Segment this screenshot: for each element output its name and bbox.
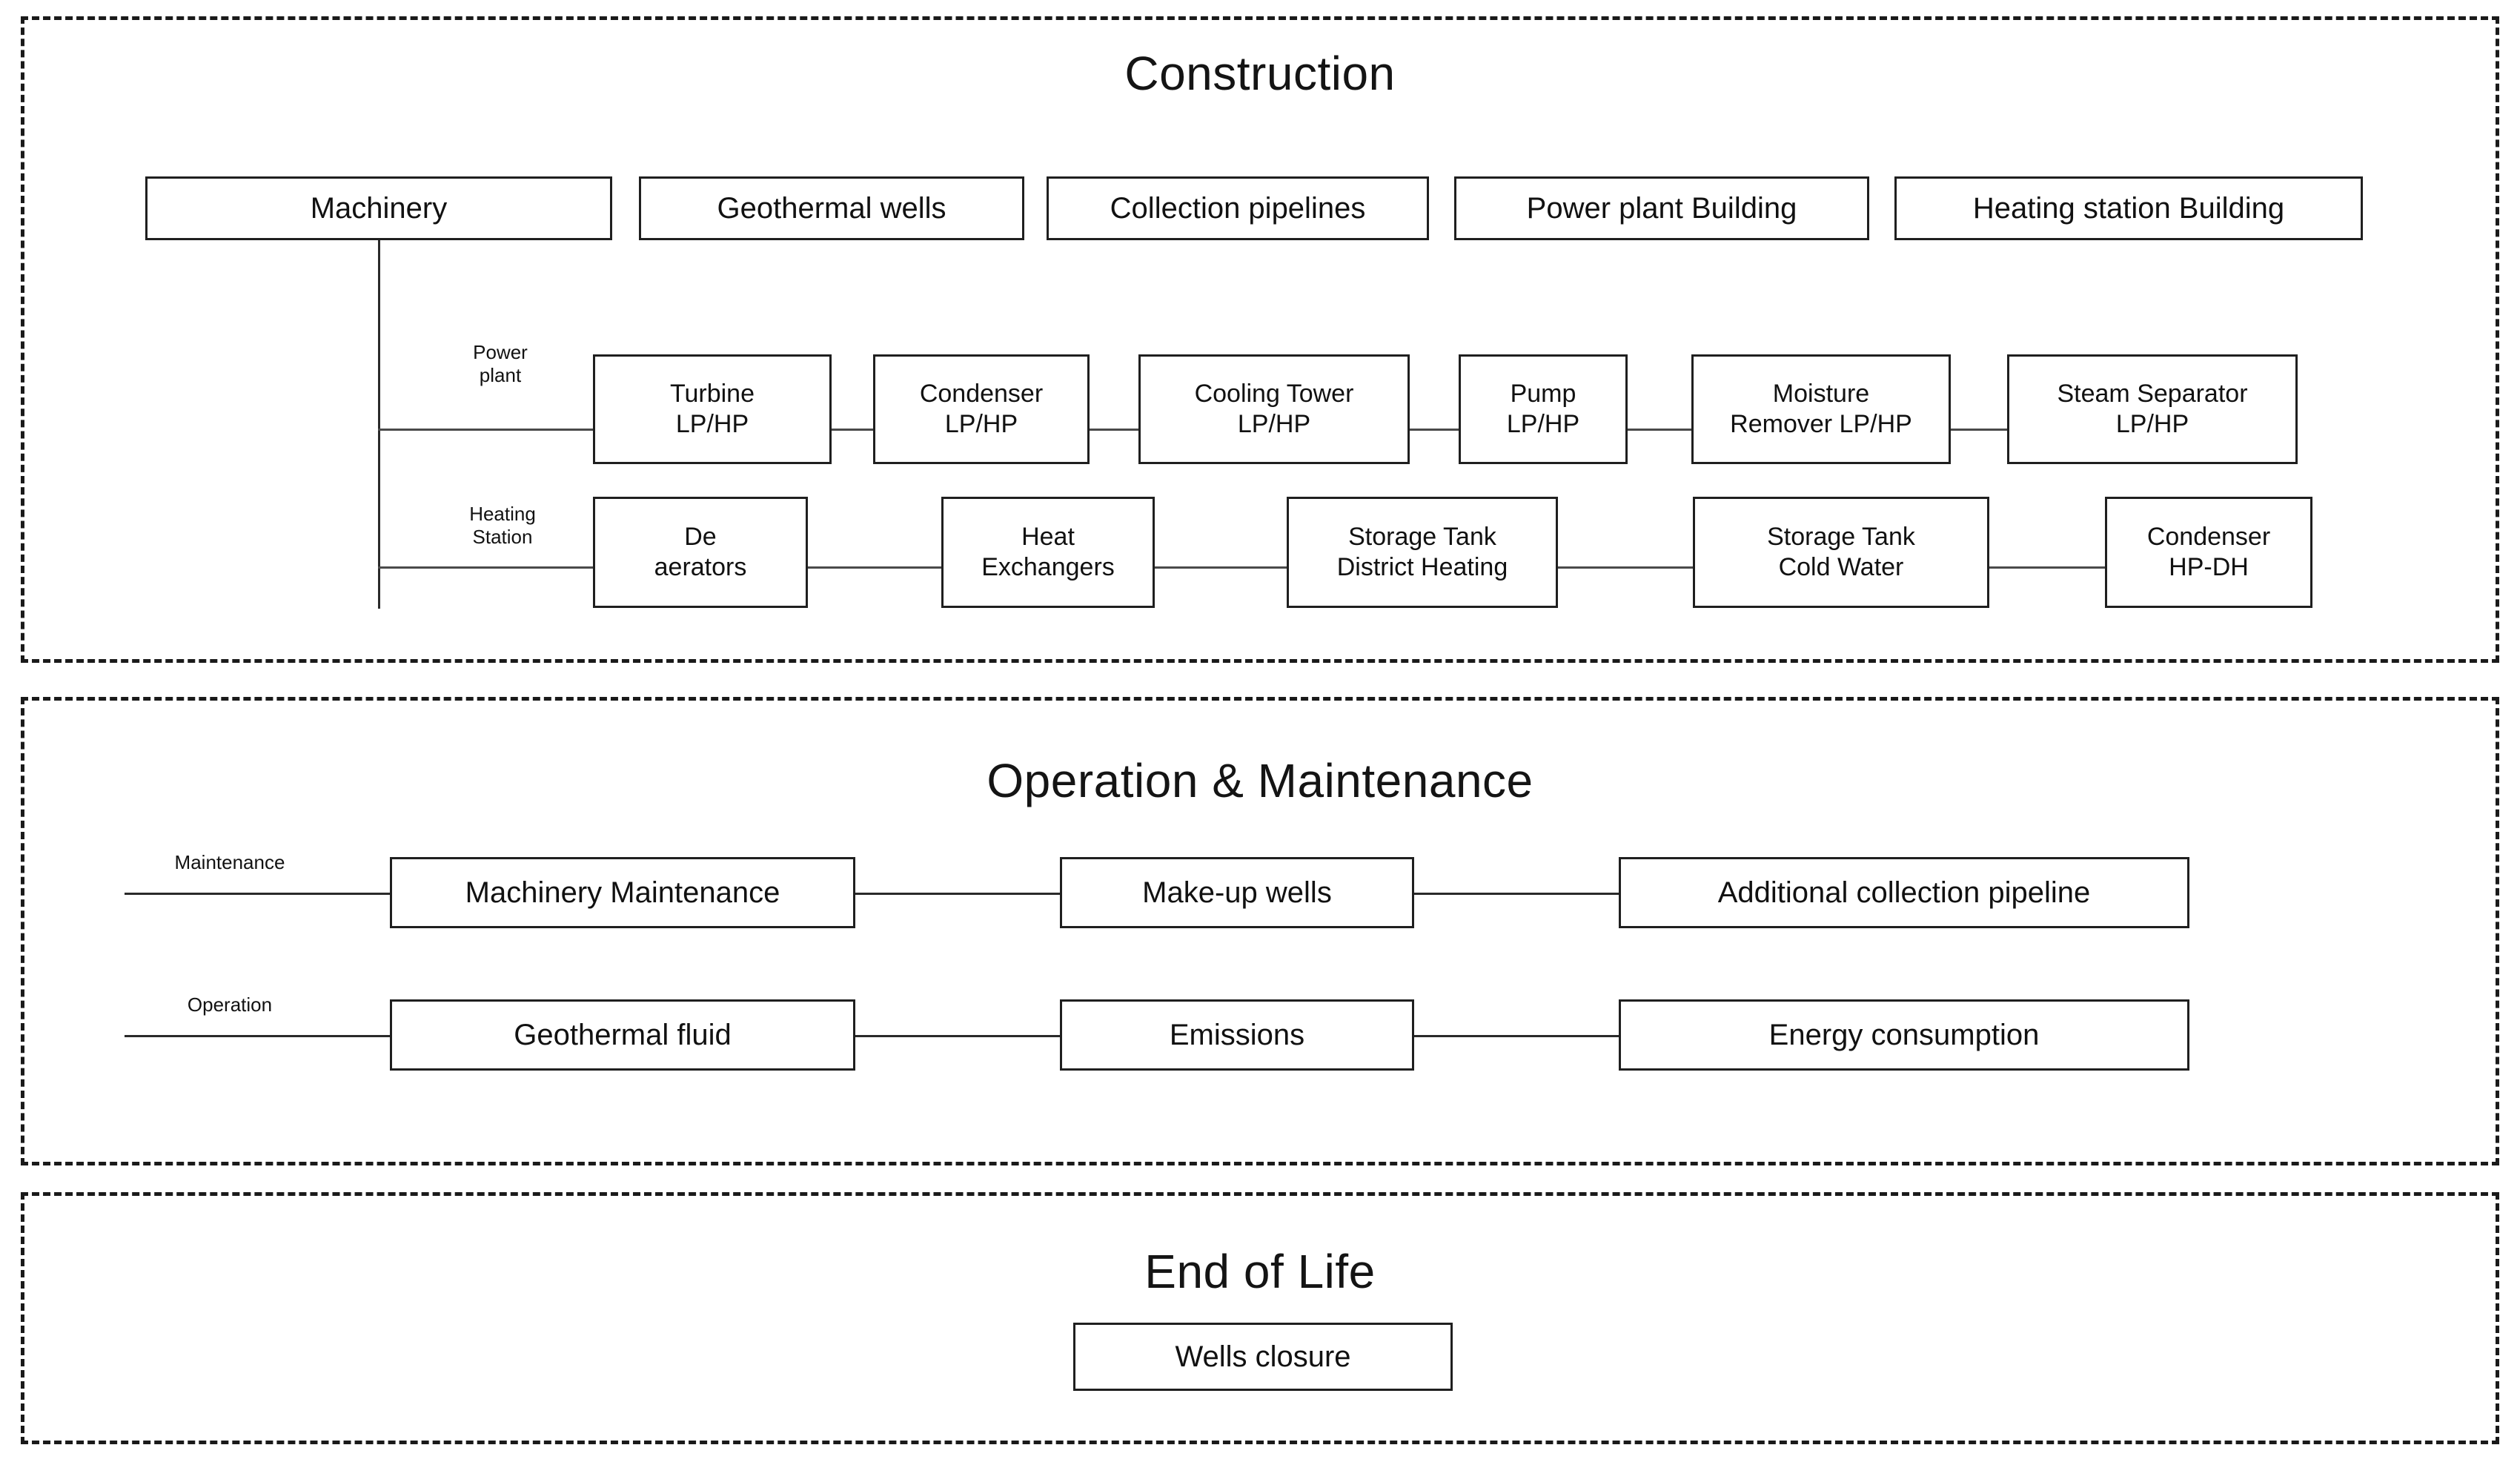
maintenance-box-machinery-maintenance[interactable]: Machinery Maintenance xyxy=(390,857,855,928)
box-label: Power plant Building xyxy=(1526,191,1797,225)
power-plant-box-moisture-remover[interactable]: Moisture Remover LP/HP xyxy=(1691,354,1951,464)
box-label: Turbine LP/HP xyxy=(669,379,755,438)
connector-hs-2 xyxy=(1153,566,1288,569)
box-label: Cooling Tower LP/HP xyxy=(1194,379,1354,438)
connector-operation-lead xyxy=(125,1035,390,1037)
branch-caption-power-plant: Power plant xyxy=(473,341,528,387)
heating-station-box-storage-tank-cold-water[interactable]: Storage Tank Cold Water xyxy=(1693,497,1989,608)
connector-pp-2 xyxy=(1088,429,1140,431)
phase-panel-construction xyxy=(21,16,2499,663)
connector-pp-3 xyxy=(1408,429,1460,431)
power-plant-box-condenser[interactable]: Condenser LP/HP xyxy=(873,354,1090,464)
box-label: Emissions xyxy=(1169,1018,1305,1051)
branch-caption-operation: Operation xyxy=(187,993,273,1016)
box-label: Geothermal wells xyxy=(717,191,946,225)
box-label: Energy consumption xyxy=(1768,1018,2040,1051)
phase-title-operation-maintenance: Operation & Maintenance xyxy=(987,754,1533,807)
branch-caption-heating-station: Heating Station xyxy=(469,503,536,549)
box-label: Machinery xyxy=(310,191,448,225)
power-plant-box-steam-separator[interactable]: Steam Separator LP/HP xyxy=(2007,354,2298,464)
box-label: Heat Exchangers xyxy=(981,522,1115,581)
phase-panel-operation-maintenance xyxy=(21,697,2499,1165)
box-label: Pump LP/HP xyxy=(1506,379,1580,438)
heating-station-box-heat-exchangers[interactable]: Heat Exchangers xyxy=(941,497,1155,608)
connector-hs-4 xyxy=(1988,566,2106,569)
end-of-life-box-wells-closure[interactable]: Wells closure xyxy=(1073,1323,1453,1391)
box-label: Storage Tank Cold Water xyxy=(1767,522,1915,581)
box-label: Condenser HP-DH xyxy=(2146,522,2271,581)
box-label: Machinery Maintenance xyxy=(465,876,780,909)
connector-machinery-trunk xyxy=(378,240,380,609)
power-plant-box-pump[interactable]: Pump LP/HP xyxy=(1459,354,1628,464)
connector-maintenance-1 xyxy=(854,893,1061,895)
box-label: Collection pipelines xyxy=(1110,191,1366,225)
connector-hs-3 xyxy=(1556,566,1694,569)
construction-box-geothermal-wells[interactable]: Geothermal wells xyxy=(639,176,1024,240)
box-label: Storage Tank District Heating xyxy=(1336,522,1508,581)
box-label: Additional collection pipeline xyxy=(1717,876,2091,909)
connector-maintenance-lead xyxy=(125,893,390,895)
connector-pp-4 xyxy=(1626,429,1693,431)
construction-box-power-plant-building[interactable]: Power plant Building xyxy=(1454,176,1869,240)
construction-box-collection-pipelines[interactable]: Collection pipelines xyxy=(1047,176,1429,240)
box-label: Moisture Remover LP/HP xyxy=(1730,379,1912,438)
connector-operation-1 xyxy=(854,1035,1061,1037)
operation-box-emissions[interactable]: Emissions xyxy=(1060,999,1414,1071)
construction-box-heating-station-building[interactable]: Heating station Building xyxy=(1894,176,2363,240)
connector-pp-1 xyxy=(830,429,875,431)
connector-operation-2 xyxy=(1413,1035,1620,1037)
operation-box-geothermal-fluid[interactable]: Geothermal fluid xyxy=(390,999,855,1071)
box-label: Condenser LP/HP xyxy=(919,379,1044,438)
box-label: De aerators xyxy=(654,522,747,581)
heating-station-box-storage-tank-district-heating[interactable]: Storage Tank District Heating xyxy=(1287,497,1558,608)
connector-pp-5 xyxy=(1949,429,2009,431)
phase-panel-end-of-life xyxy=(21,1192,2499,1444)
box-label: Heating station Building xyxy=(1972,191,2285,225)
power-plant-box-turbine[interactable]: Turbine LP/HP xyxy=(593,354,832,464)
phase-title-end-of-life: End of Life xyxy=(1144,1245,1376,1298)
box-label: Wells closure xyxy=(1175,1340,1351,1373)
maintenance-box-additional-collection-pipeline[interactable]: Additional collection pipeline xyxy=(1619,857,2189,928)
branch-caption-maintenance: Maintenance xyxy=(174,851,285,873)
box-label: Make-up wells xyxy=(1142,876,1332,909)
maintenance-box-make-up-wells[interactable]: Make-up wells xyxy=(1060,857,1414,928)
phase-title-construction: Construction xyxy=(1124,47,1396,100)
heating-station-box-condenser-hp-dh[interactable]: Condenser HP-DH xyxy=(2105,497,2312,608)
operation-box-energy-consumption[interactable]: Energy consumption xyxy=(1619,999,2189,1071)
connector-hs-1 xyxy=(806,566,943,569)
box-label: Geothermal fluid xyxy=(514,1018,732,1051)
connector-maintenance-2 xyxy=(1413,893,1620,895)
power-plant-box-cooling-tower[interactable]: Cooling Tower LP/HP xyxy=(1138,354,1410,464)
connector-power-plant-branch xyxy=(378,429,593,431)
box-label: Steam Separator LP/HP xyxy=(2057,379,2248,438)
connector-heating-station-branch xyxy=(378,566,593,569)
construction-box-machinery[interactable]: Machinery xyxy=(145,176,612,240)
heating-station-box-de-aerators[interactable]: De aerators xyxy=(593,497,808,608)
